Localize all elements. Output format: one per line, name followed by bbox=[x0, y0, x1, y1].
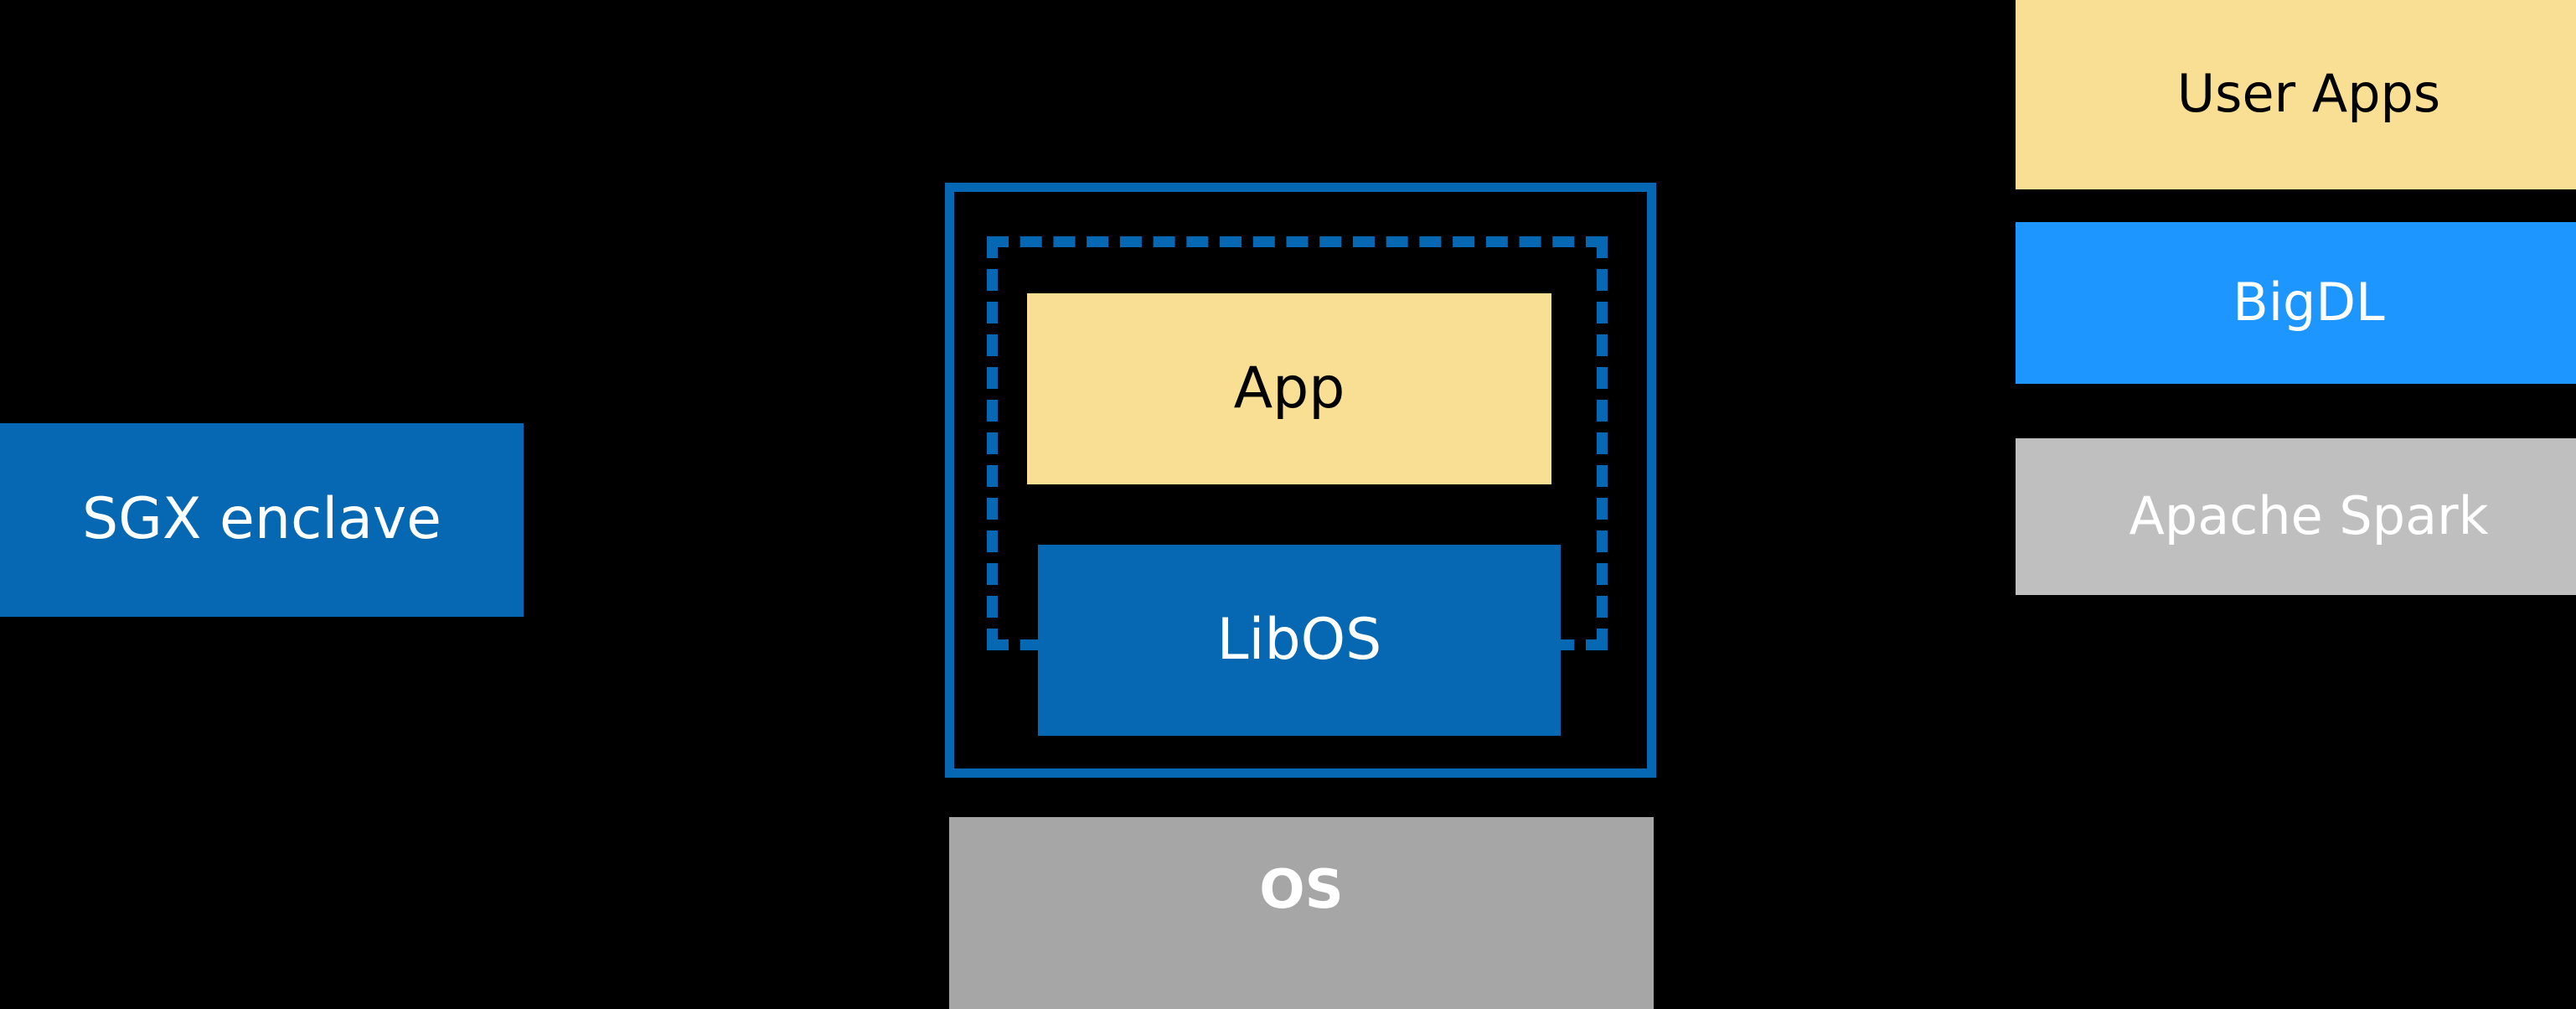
app-box: App bbox=[1027, 293, 1551, 484]
user-apps-label: User Apps bbox=[2176, 63, 2441, 125]
sgx-enclave-box: SGX enclave bbox=[0, 423, 524, 617]
libos-label: LibOS bbox=[1216, 606, 1382, 673]
sgx-enclave-label: SGX enclave bbox=[81, 486, 442, 553]
connector-sgx-enclave-to-enclave-frame bbox=[526, 509, 945, 530]
os-box: OS bbox=[949, 817, 1654, 1009]
bigdl-label: BigDL bbox=[2233, 272, 2385, 334]
os-label: OS bbox=[1259, 859, 1344, 921]
apache-spark-box: Apache Spark bbox=[2016, 438, 2576, 595]
bigdl-box: BigDL bbox=[2016, 222, 2576, 384]
app-label: App bbox=[1233, 354, 1345, 422]
libos-box: LibOS bbox=[1038, 545, 1561, 736]
enclave-outer-frame bbox=[945, 183, 1656, 778]
user-apps-box: User Apps bbox=[2016, 0, 2576, 189]
apache-spark-label: Apache Spark bbox=[2129, 485, 2489, 547]
